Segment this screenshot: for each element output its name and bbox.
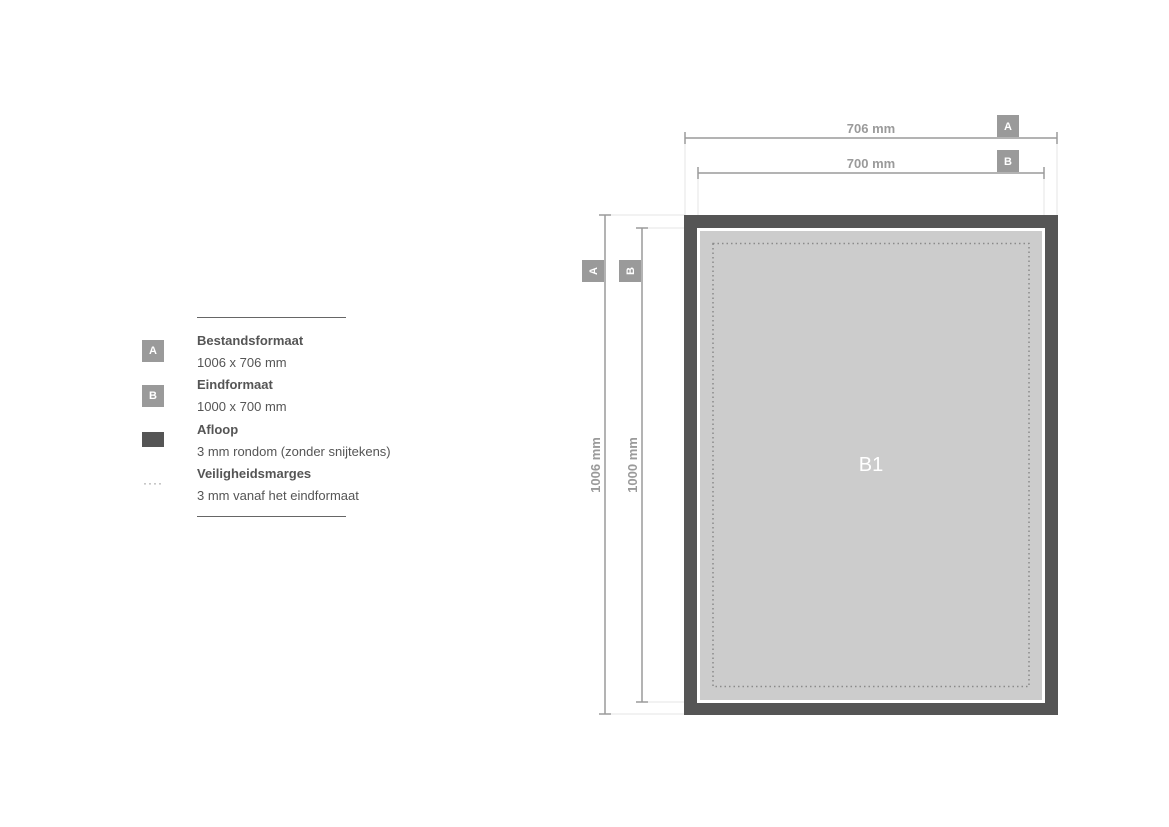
file-width-badge-icon: [997, 115, 1019, 137]
file-height-badge-icon: [582, 260, 604, 282]
legend-top-divider: [197, 317, 346, 318]
legend-bottom-divider: [197, 516, 346, 517]
legend-item-final-format-title: Eindformaat: [197, 377, 273, 392]
final-height-badge-icon: [619, 260, 641, 282]
legend-item-final-format-desc: 1000 x 700 mm: [197, 399, 287, 414]
final-format-badge-icon: B: [142, 385, 164, 407]
final-width-badge-icon: [997, 150, 1019, 172]
content-area: [700, 231, 1042, 700]
file-width-label: 706 mm: [847, 121, 895, 136]
file-width-dimension: 706 mm A: [684, 115, 1058, 144]
legend-item-file-format-desc: 1006 x 706 mm: [197, 355, 287, 370]
final-height-badge-letter: B: [625, 267, 637, 275]
format-name-label: B1: [859, 454, 883, 476]
poster-format: B1: [684, 215, 1058, 715]
final-format-badge-letter: B: [149, 390, 157, 402]
file-width-badge-letter: A: [1004, 121, 1012, 133]
final-height-label: 1000 mm: [625, 437, 640, 493]
file-height-dimension: 1006 mm A: [582, 214, 611, 715]
safety-margin-line: [712, 242, 1030, 688]
file-format-badge-icon: A: [142, 340, 164, 362]
file-height-label: 1006 mm: [588, 437, 603, 493]
final-width-dimension: 700 mm B: [697, 150, 1045, 179]
legend-item-file-format-title: Bestandsformaat: [197, 333, 304, 348]
final-width-label: 700 mm: [847, 156, 895, 171]
file-height-badge-letter: A: [588, 267, 600, 275]
legend-item-bleed-desc: 3 mm rondom (zonder snijtekens): [197, 444, 391, 459]
extension-lines: [604, 140, 1058, 715]
legend-item-safety-desc: 3 mm vanaf het eindformaat: [197, 488, 359, 503]
final-width-badge-letter: B: [1004, 156, 1012, 168]
legend-item-bleed-title: Afloop: [197, 422, 239, 437]
final-height-dimension: 1000 mm B: [619, 227, 648, 703]
file-format-badge-letter: A: [149, 345, 157, 357]
dotted-line-icon: ····: [143, 476, 163, 490]
legend-item-safety-title: Veiligheidsmarges: [197, 466, 312, 481]
bleed-swatch-icon: [142, 432, 164, 447]
